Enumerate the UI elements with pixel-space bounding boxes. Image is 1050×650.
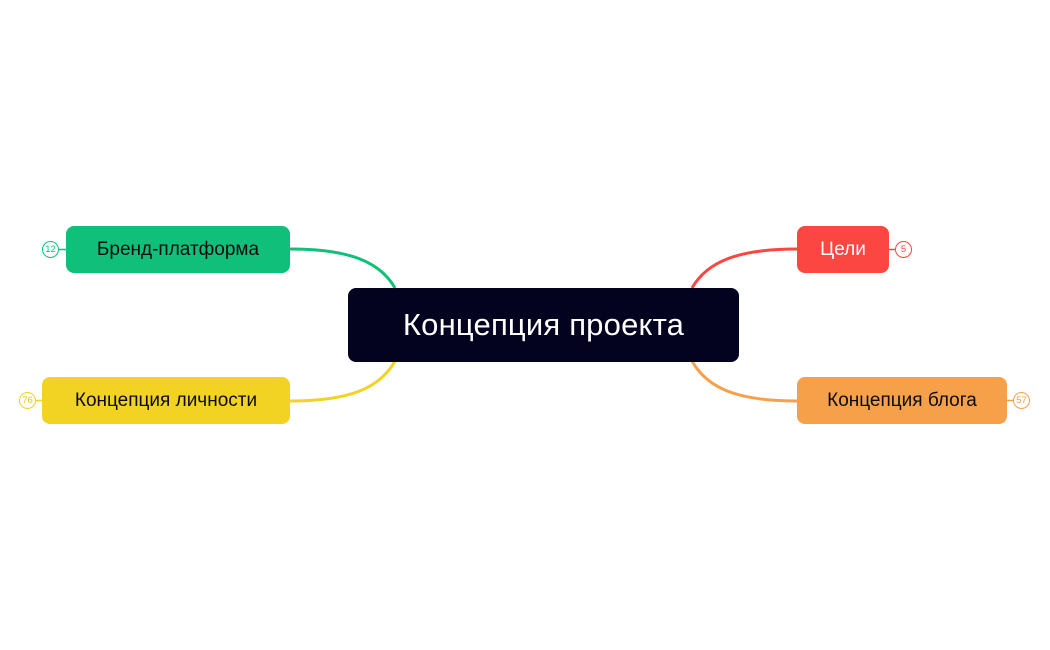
branch-label: Концепция блога	[827, 389, 977, 411]
connector-blog-concept	[690, 360, 798, 403]
central-topic-label: Концепция проекта	[402, 307, 685, 342]
connector-goals	[690, 247, 798, 289]
central-topic-node[interactable]: Концепция проекта	[348, 288, 739, 362]
badge-count: 5	[900, 243, 907, 255]
branch-label: Концепция личности	[74, 389, 258, 411]
connector-personality-concept	[289, 360, 397, 403]
collapsed-count-badge-blog-concept[interactable]: 57	[1013, 392, 1030, 409]
collapsed-count-badge-goals[interactable]: 5	[895, 241, 912, 258]
branch-label: Цели	[820, 238, 866, 260]
collapsed-count-badge-personality-concept[interactable]: 76	[19, 392, 36, 409]
branch-node-goals[interactable]: Цели	[797, 226, 889, 273]
branch-node-brand-platform[interactable]: Бренд-платформа	[66, 226, 290, 273]
branch-label: Бренд-платформа	[96, 238, 260, 260]
badge-count: 12	[45, 243, 56, 255]
branch-node-personality-concept[interactable]: Концепция личности	[42, 377, 290, 424]
branch-node-blog-concept[interactable]: Концепция блога	[797, 377, 1007, 424]
connector-brand-platform	[289, 247, 397, 289]
badge-count: 57	[1016, 394, 1027, 406]
collapsed-count-badge-brand-platform[interactable]: 12	[42, 241, 59, 258]
badge-count: 76	[22, 394, 33, 406]
